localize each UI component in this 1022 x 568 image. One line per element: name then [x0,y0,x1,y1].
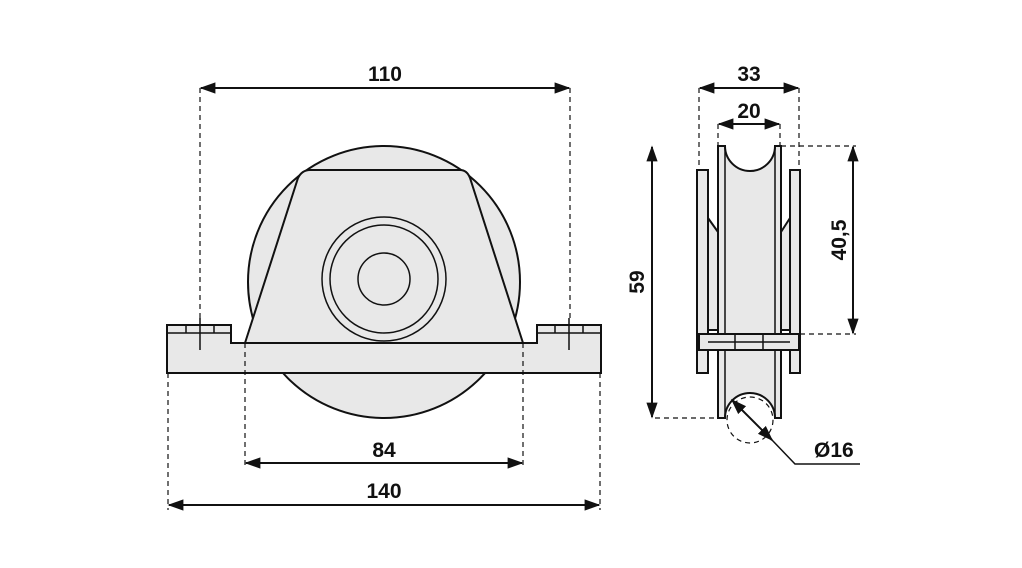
bracket [243,169,525,344]
dimension-label-84: 84 [372,439,396,462]
base-plate [166,324,602,374]
front-view: 110 84 140 [166,63,602,511]
dimension-label-20: 20 [737,100,760,123]
axle-bore [357,252,411,306]
wheel-side [717,145,782,419]
side-view: 33 20 59 40,5 Ø16 [626,63,860,465]
dimension-label-110: 110 [368,63,402,86]
hub-outer-ring [321,216,447,342]
side-plate-right [789,169,801,374]
side-plate-left [696,169,709,374]
dimension-label-33: 33 [737,63,760,86]
groove-circle [726,396,774,444]
dimension-label-59: 59 [626,270,649,293]
dimension-label-140: 140 [366,480,401,503]
dimension-label-40-5: 40,5 [828,219,851,260]
dimension-label-16: Ø16 [814,439,854,462]
